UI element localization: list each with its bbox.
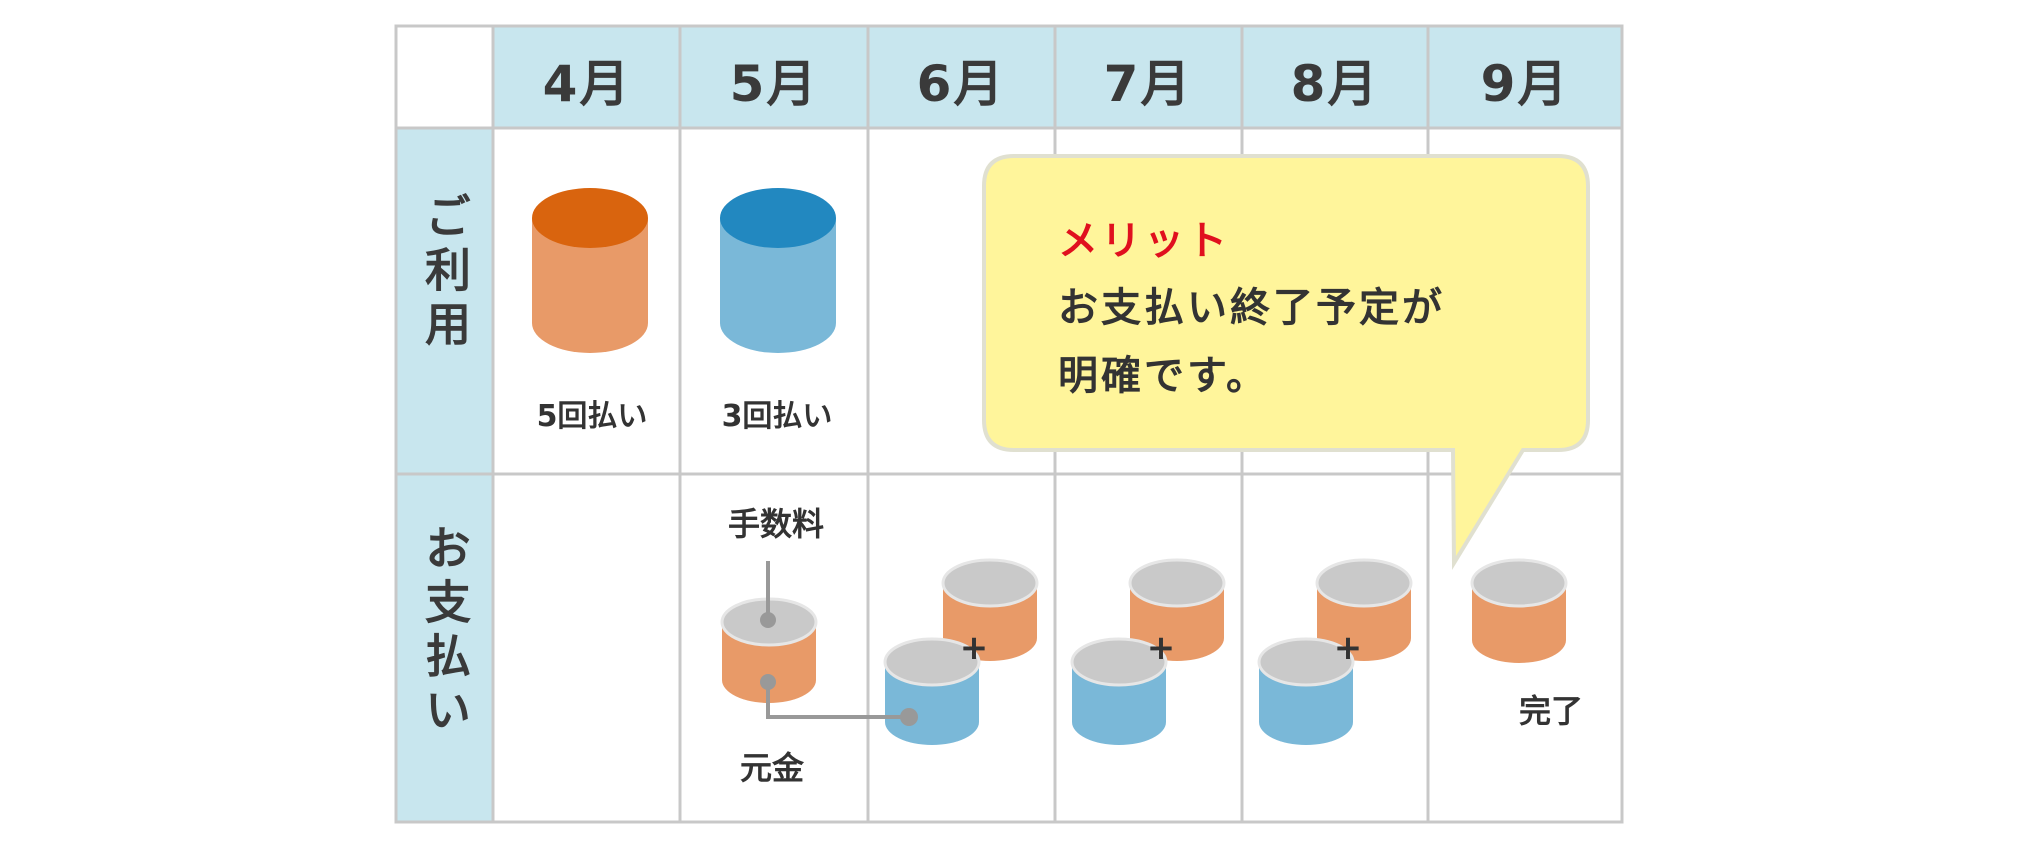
payment-cylinder-fee-2: [1315, 558, 1413, 661]
row-header-payment: お支払い: [418, 524, 472, 740]
label-fee: 手数料: [727, 505, 825, 543]
callout-line-1: お支払い終了予定が: [1058, 285, 1445, 331]
label-principal: 元金: [739, 749, 805, 787]
label-complete: 完了: [1518, 692, 1584, 730]
month-apr: 4月: [542, 55, 632, 113]
month-may: 5月: [729, 55, 819, 113]
month-jul: 7月: [1103, 55, 1193, 113]
label-5-installments: 5回払い: [536, 399, 648, 434]
plus-sign: +: [1146, 628, 1176, 668]
month-jun: 6月: [916, 55, 1006, 113]
month-aug: 8月: [1290, 55, 1380, 113]
callout-line-2: 明確です。: [1058, 353, 1269, 399]
month-header-bg: [493, 26, 1622, 128]
usage-cylinder-5x: [532, 188, 648, 353]
merit-callout-bubble: [982, 154, 1590, 571]
label-3-installments: 3回払い: [721, 399, 833, 434]
plus-sign: +: [959, 628, 989, 668]
payment-cylinder-principal-1: [1070, 637, 1168, 745]
payment-cylinder-final: [1470, 558, 1568, 663]
usage-cylinder-3x: [720, 188, 836, 353]
connector-dots: [760, 612, 918, 726]
plus-sign: +: [1333, 628, 1363, 668]
row-header-usage: ご利用: [418, 192, 472, 354]
label-connectors: [766, 561, 909, 719]
payment-cylinder-principal-2: [1257, 637, 1355, 745]
callout-title: メリット: [1058, 218, 1230, 264]
month-sep: 9月: [1480, 55, 1570, 113]
